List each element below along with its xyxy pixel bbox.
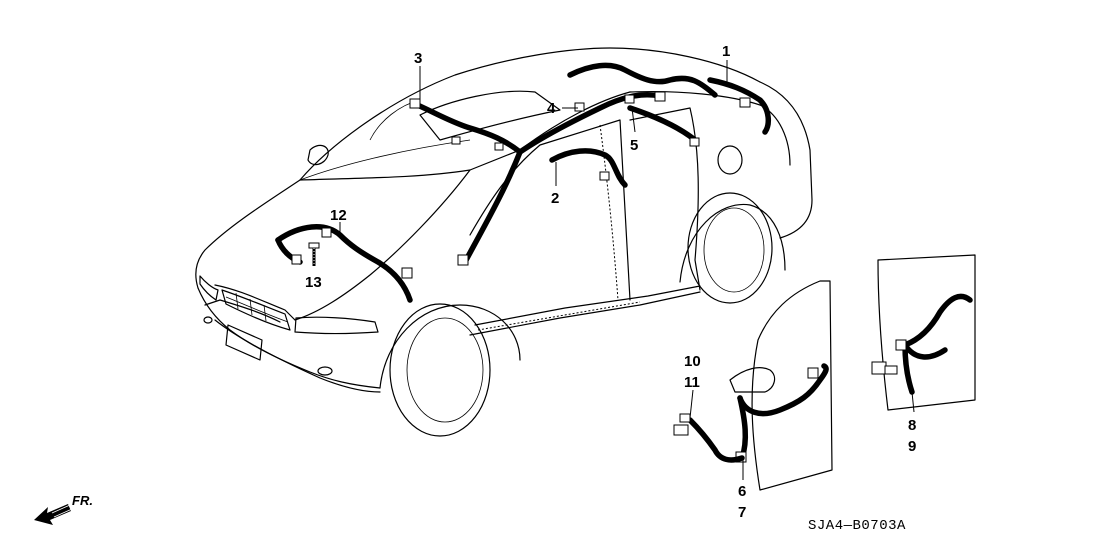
harness-12: [275, 224, 413, 303]
part-label-11: 11: [684, 374, 700, 391]
part-label-8: 8: [908, 417, 916, 434]
harness-3: [409, 98, 523, 155]
rear-door-panel: [877, 254, 976, 411]
part-label-6: 6: [738, 483, 746, 500]
part-label-10: 10: [684, 353, 701, 370]
part-label-4: 4: [547, 100, 556, 117]
front-direction-arrow-icon: [34, 500, 73, 525]
part-label-13: 13: [305, 274, 322, 291]
part-label-3: 3: [414, 50, 422, 67]
harness-6-7: [735, 363, 829, 463]
front-door-panel: [729, 280, 833, 491]
harness-1: [567, 62, 772, 147]
harness-a-pillar: [457, 149, 523, 266]
car-body-outline: [195, 47, 813, 437]
front-indicator-label: FR.: [72, 493, 93, 508]
part-label-1: 1: [722, 43, 730, 60]
part-label-7: 7: [738, 504, 746, 521]
part-label-2: 2: [551, 190, 559, 207]
diagram-code: SJA4—B0703A: [808, 518, 906, 534]
harness-8-9: [871, 293, 973, 395]
part-label-9: 9: [908, 438, 916, 455]
part-label-5: 5: [630, 137, 638, 154]
bolt-13: [308, 242, 320, 266]
part-label-12: 12: [330, 207, 347, 224]
harness-4-5: [517, 92, 698, 155]
harness-10-11: [673, 413, 745, 463]
leader-lines: [339, 60, 915, 480]
harness-2: [549, 148, 628, 188]
